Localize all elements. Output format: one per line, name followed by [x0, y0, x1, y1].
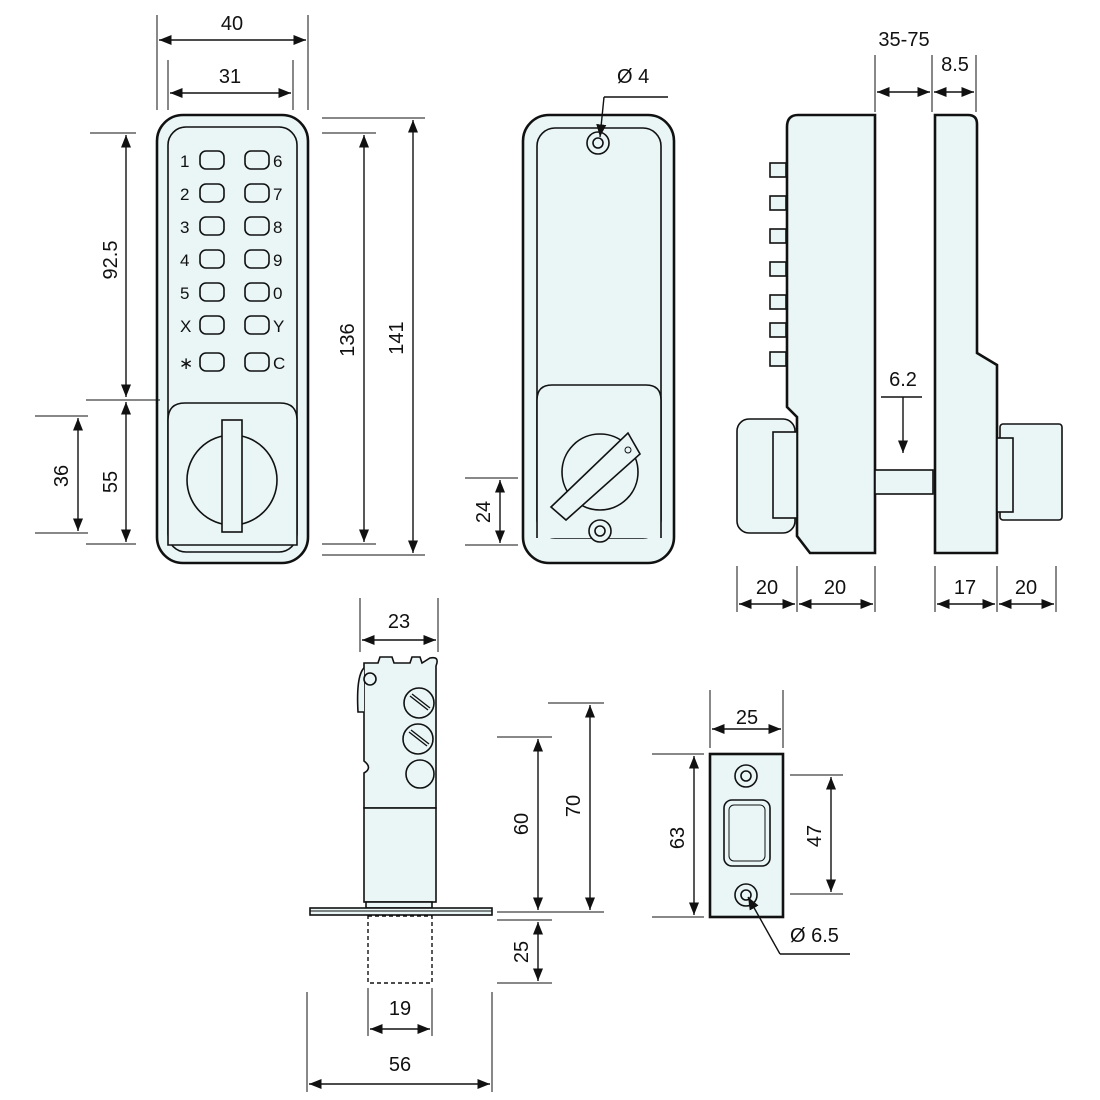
strike-opening	[723, 799, 771, 867]
key-label-left: X	[180, 317, 191, 336]
back-turn-handle	[549, 431, 642, 522]
dim-front-lower-height: 55	[100, 471, 122, 493]
strike-plate-view: 25 63 47 Ø 6.5	[652, 690, 850, 955]
side-buttons	[769, 162, 787, 367]
latch-view: 23 60 70 25 19 56	[306, 598, 604, 1092]
key-row-5: 5 0	[180, 282, 282, 303]
dim-faceplate-width: 56	[389, 1054, 411, 1076]
key-row-6: X Y	[180, 315, 284, 336]
keypad-button[interactable]	[244, 282, 270, 302]
dim-strike-hole-diameter: Ø 6.5	[790, 925, 839, 947]
dim-plate-thickness: 8.5	[941, 54, 969, 76]
keypad-button[interactable]	[244, 352, 270, 372]
dim-strike-height: 63	[667, 827, 689, 849]
key-label-right: 7	[273, 185, 282, 204]
key-label-left: 1	[180, 152, 189, 171]
dim-front-width-inner: 31	[219, 66, 241, 88]
back-view: Ø 4 24	[465, 66, 676, 565]
dim-bolt-width: 19	[389, 998, 411, 1020]
side-spindle	[874, 469, 934, 495]
dim-back-knob-height: 24	[473, 501, 495, 523]
latch-hole	[405, 759, 435, 789]
key-row-7: ∗ C	[179, 352, 285, 373]
key-label-right: 6	[273, 152, 282, 171]
dim-latch-width: 23	[388, 611, 410, 633]
dim-door-range: 35-75	[878, 29, 929, 51]
dim-strike-width: 25	[736, 707, 758, 729]
side-view: 35-75 8.5 6.2 20 20 17 20	[736, 29, 1063, 612]
keypad-button[interactable]	[244, 150, 270, 170]
dim-back-hole-diameter: Ø 4	[617, 66, 649, 88]
keypad-button[interactable]	[244, 249, 270, 269]
key-row-3: 3 8	[180, 216, 282, 237]
key-label-right: 8	[273, 218, 282, 237]
key-label-left: 5	[180, 284, 189, 303]
front-dimensions: 40 31 92.5 36 55 136 141	[35, 13, 425, 556]
keypad-button[interactable]	[244, 183, 270, 203]
dim-front-upper-height: 92.5	[100, 241, 122, 280]
key-label-left: ∗	[179, 354, 193, 373]
key-label-right: 9	[273, 251, 282, 270]
keypad-button[interactable]	[244, 216, 270, 236]
dim-latch-60: 60	[511, 813, 533, 835]
keypad-button[interactable]	[199, 249, 225, 269]
keypad-button[interactable]	[199, 282, 225, 302]
dim-side-knob-left: 20	[756, 577, 778, 599]
dim-front-width-outer: 40	[221, 13, 243, 35]
key-row-4: 4 9	[180, 249, 282, 270]
front-knob-handle	[221, 419, 243, 533]
dim-body-height: 136	[337, 323, 359, 356]
key-label-right: Y	[273, 317, 284, 336]
keypad: 1 6 2 7 3 8 4 9	[179, 150, 285, 373]
side-front-body	[785, 113, 877, 555]
dim-spindle: 6.2	[889, 369, 917, 391]
keypad-button[interactable]	[199, 150, 225, 170]
key-label-left: 4	[180, 251, 189, 270]
dim-side-body-right: 17	[954, 577, 976, 599]
key-label-right: C	[273, 354, 285, 373]
latch-tube	[363, 807, 437, 903]
keypad-button[interactable]	[199, 352, 225, 372]
side-back-body	[933, 113, 999, 555]
keypad-button[interactable]	[199, 183, 225, 203]
dim-side-knob-right: 20	[1015, 577, 1037, 599]
dim-hole-spacing: 47	[804, 825, 826, 847]
key-label-left: 3	[180, 218, 189, 237]
keypad-button[interactable]	[244, 315, 270, 335]
front-view: 1 6 2 7 3 8 4 9	[35, 13, 425, 565]
dim-bolt-throw: 25	[511, 941, 533, 963]
key-row-2: 2 7	[180, 183, 282, 204]
dim-side-body-left: 20	[824, 577, 846, 599]
dim-overall-height: 141	[386, 321, 408, 354]
latch-bolt-outline	[367, 915, 433, 984]
keypad-button[interactable]	[199, 315, 225, 335]
dim-front-knob-height: 36	[51, 465, 73, 487]
key-label-left: 2	[180, 185, 189, 204]
key-row-1: 1 6	[180, 150, 282, 171]
dim-latch-70: 70	[563, 795, 585, 817]
key-label-right: 0	[273, 284, 282, 303]
keypad-button[interactable]	[199, 216, 225, 236]
